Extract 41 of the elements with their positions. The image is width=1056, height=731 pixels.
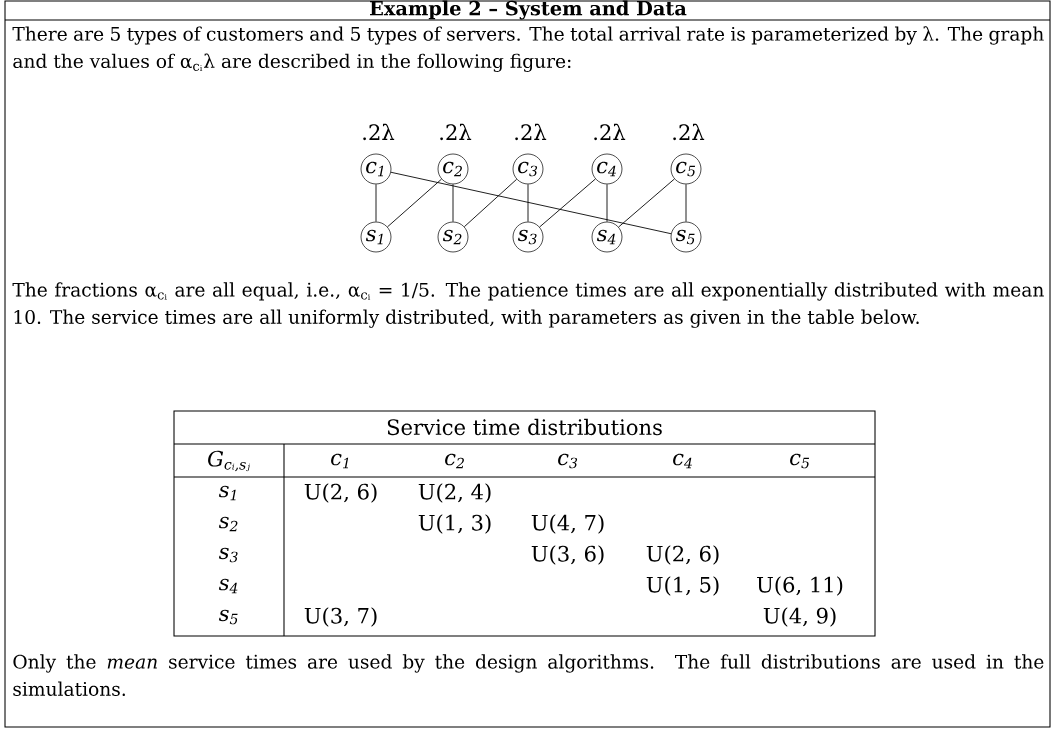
paragraph: Only the mean service times are used by the design algorithms. The full distributions are used in the simulations.	[13, 654, 1044, 696]
edge-line	[527, 183, 529, 223]
table-header: c$_{2}$	[445, 453, 464, 469]
edge-line	[452, 183, 454, 223]
table-cell: U(4, 7)	[531, 514, 604, 534]
table-cell: U(6, 11)	[757, 576, 843, 596]
row-header: s$_{2}$	[218, 516, 238, 532]
table-cell: U(4, 9)	[763, 607, 836, 627]
row-header: s$_{3}$	[218, 547, 238, 563]
edge-line	[685, 183, 687, 223]
table-cell: U(2, 6)	[304, 483, 377, 503]
table-header: c$_{5}$	[790, 453, 810, 469]
rate-label: .2λ	[440, 123, 472, 141]
edge-line	[375, 183, 377, 223]
row-header: s$_{1}$	[218, 485, 236, 501]
table-cell: U(1, 5)	[646, 576, 719, 596]
table-cell: U(3, 6)	[531, 545, 604, 565]
rate-label: .2λ	[363, 123, 395, 141]
rate-label: .2λ	[594, 123, 626, 141]
table-cell: U(2, 4)	[418, 483, 491, 503]
table-title: Service time distributions	[387, 418, 662, 436]
paragraph: The fractions α$_{cᵢ}$ are all equal, i.e., α$_{cᵢ}$ = 1/5. The patience times are all exponentially distributed with mean 10. The service times are all uniformly distributed, with parameters as given in the table below.	[12, 282, 1044, 328]
table-header: G$_{cᵢ,sⱼ}$	[208, 450, 250, 472]
row-header: s$_{5}$	[218, 609, 238, 625]
table-cell: U(3, 7)	[304, 607, 377, 627]
table-cell: U(1, 3)	[418, 514, 491, 534]
edge-line	[463, 178, 518, 228]
edge-line	[387, 178, 442, 228]
table-header: c$_{3}$	[558, 453, 578, 469]
rate-label: .2λ	[515, 123, 547, 141]
edge-line	[606, 183, 608, 223]
table-header: c$_{4}$	[673, 453, 692, 469]
edge-line	[618, 178, 675, 228]
paragraph: There are 5 types of customers and 5 types of servers. The total arrival rate is parameterized by λ. The graph and the values of α$_{cᵢ}$λ are described in the following figure:	[12, 26, 1044, 72]
edge-line	[390, 171, 672, 235]
row-header: s$_{4}$	[218, 578, 238, 594]
rate-label: .2λ	[673, 123, 705, 141]
table-header: c$_{1}$	[331, 453, 349, 469]
title: Example 2 – System and Data	[370, 0, 687, 20]
edge-line	[539, 178, 596, 228]
table-cell: U(2, 6)	[646, 545, 719, 565]
